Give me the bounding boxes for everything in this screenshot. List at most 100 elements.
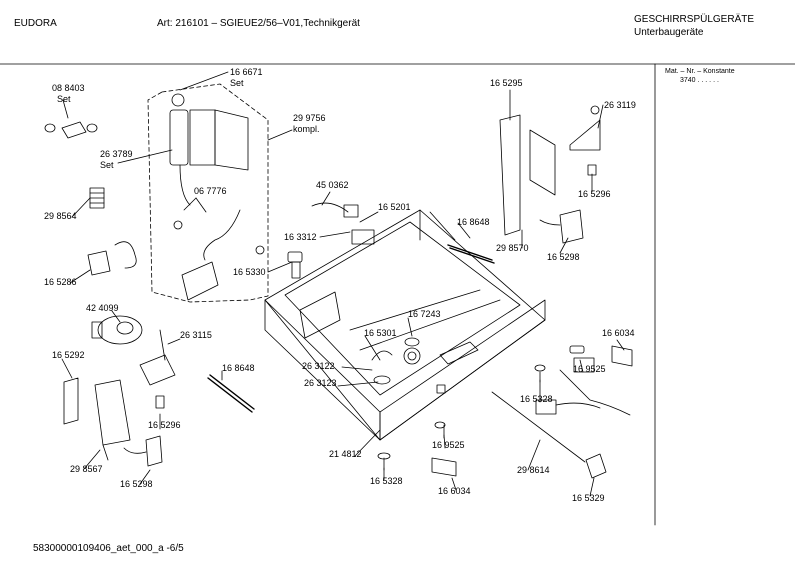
label-088403: 08 8403 <box>52 83 85 93</box>
label-263119: 26 3119 <box>604 100 636 110</box>
label-165330: 16 5330 <box>233 267 266 277</box>
rod-part-298614 <box>491 391 586 463</box>
kit-outline <box>147 83 269 303</box>
leader-263119 <box>597 104 604 129</box>
leader-165286 <box>69 269 91 284</box>
spring-part <box>89 187 105 209</box>
leader-263789 <box>117 149 173 164</box>
label-166034b: 16 6034 <box>438 486 471 496</box>
label-165292: 16 5292 <box>52 350 85 360</box>
label-168648b: 16 8648 <box>222 363 255 373</box>
label-165286: 16 5286 <box>44 277 77 287</box>
hose-clip-set-part <box>44 121 98 139</box>
screw-part-169525a <box>569 345 585 354</box>
leader-165298b <box>139 469 151 485</box>
label-168648a: 16 8648 <box>457 217 490 227</box>
label-263115: 26 3115 <box>180 330 212 340</box>
leader-299756 <box>267 129 293 141</box>
material-number-entry: 3740 . . . . . . <box>680 77 719 84</box>
category-title: GESCHIRRSPÜLGERÄTE <box>634 14 755 25</box>
label-169525b: 16 9525 <box>432 440 465 450</box>
screw-part-165328a <box>534 364 546 383</box>
label-166671-set: Set <box>230 78 244 88</box>
connector-part-165296b <box>155 395 165 409</box>
base-tub-part <box>264 209 546 441</box>
label-298567: 29 8567 <box>70 464 103 474</box>
label-298570: 29 8570 <box>496 243 529 253</box>
label-165201: 16 5201 <box>378 202 411 212</box>
label-088403-set: Set <box>57 94 71 104</box>
wiring-harness-part <box>535 357 631 416</box>
document-id: 58300000109406_aet_000_a -6/5 <box>33 543 184 554</box>
leader-263123 <box>337 381 379 387</box>
connector-block-part-166034a <box>611 345 633 367</box>
label-263123: 26 3123 <box>304 378 337 388</box>
clip-part-165330 <box>287 251 303 279</box>
leader-169525a <box>579 359 584 373</box>
leader-165329 <box>589 477 595 497</box>
switch-part-165201 <box>351 229 375 245</box>
float-part-167243 <box>404 337 420 347</box>
label-299756-kompl: kompl. <box>293 124 320 134</box>
subcategory-title: Unterbaugeräte <box>634 27 704 38</box>
label-067776: 06 7776 <box>194 186 227 196</box>
material-number-heading: Mat. – Nr. – Konstante <box>665 68 735 75</box>
leader-165292 <box>61 358 73 379</box>
leader-168648a <box>457 222 471 239</box>
leader-167243 <box>407 317 413 337</box>
label-424099: 42 4099 <box>86 303 119 313</box>
label-214812: 21 4812 <box>329 449 362 459</box>
hose-part <box>87 241 137 276</box>
label-165328b: 16 5328 <box>370 476 403 486</box>
micro-switch-part-165298a <box>539 209 584 244</box>
label-298614: 29 8614 <box>517 465 550 475</box>
leader-166671 <box>179 71 229 91</box>
leader-067776b <box>195 197 207 213</box>
leader-163312 <box>319 231 351 238</box>
label-298564: 29 8564 <box>44 211 77 221</box>
leader-088403 <box>62 99 69 119</box>
leader-165201 <box>359 211 379 223</box>
connector-block-part-166034b <box>431 457 457 477</box>
leader-165330 <box>267 261 293 273</box>
label-165298a: 16 5298 <box>547 252 580 262</box>
leader-263115 <box>167 338 181 345</box>
screw-part-165328b <box>377 452 391 471</box>
label-450362: 45 0362 <box>316 180 349 190</box>
label-167243: 16 7243 <box>408 309 441 319</box>
article-number: Art: 216101 – SGIEUE2/56–V01,Technikgerä… <box>157 18 360 29</box>
heater-rail-part-168648a <box>447 244 495 264</box>
label-263789: 26 3789 <box>100 149 133 159</box>
label-165329: 16 5329 <box>572 493 605 503</box>
label-169525a: 16 9525 <box>573 364 606 374</box>
label-263122: 26 3122 <box>302 361 335 371</box>
bracket-part-298567 <box>94 379 131 461</box>
leader-298567 <box>83 449 101 470</box>
leader-165298a <box>559 237 569 254</box>
pump-part-424099 <box>91 315 143 345</box>
label-165298b: 16 5298 <box>120 479 153 489</box>
label-165328a: 16 5328 <box>520 394 553 404</box>
cover-part-165292 <box>63 377 79 425</box>
label-166671: 16 6671 <box>230 67 263 77</box>
leader-067776 <box>183 197 197 211</box>
connector-part-165296a <box>587 164 597 176</box>
brand-name: EUDORA <box>14 18 57 29</box>
label-165296a: 16 5296 <box>578 189 611 199</box>
label-165295: 16 5295 <box>490 78 523 88</box>
plug-part-165329 <box>585 453 607 479</box>
label-299756: 29 9756 <box>293 113 326 123</box>
label-166034a: 16 6034 <box>602 328 635 338</box>
micro-switch-part-165298b <box>123 435 163 467</box>
wire-part-165301 <box>371 350 393 385</box>
leader-298564 <box>71 197 91 218</box>
label-165296b: 16 5296 <box>148 420 181 430</box>
inlet-valve-part <box>169 93 265 301</box>
leader-165301 <box>364 335 381 361</box>
harness-part-450362 <box>311 202 359 218</box>
heater-rail-part-168648b <box>207 374 255 413</box>
screw-part-169525b <box>434 421 446 439</box>
label-163312: 16 3312 <box>284 232 317 242</box>
label-165301: 16 5301 <box>364 328 397 338</box>
